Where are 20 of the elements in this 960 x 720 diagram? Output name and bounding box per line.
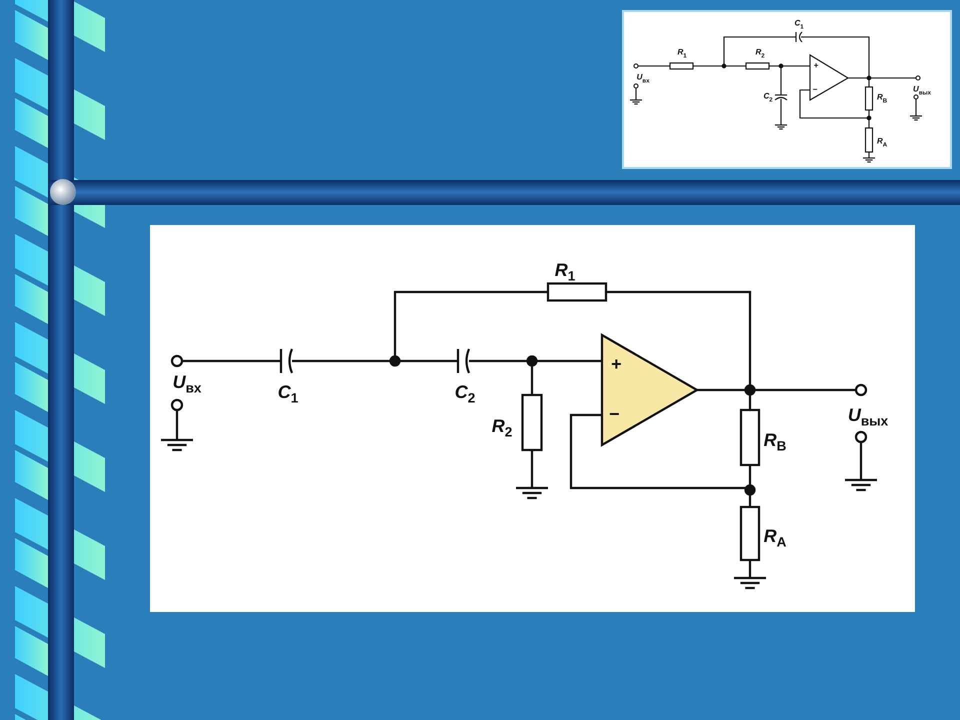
terminal-label: U$_{вых}$ <box>913 86 931 96</box>
component-label: C$_{2}$ <box>454 382 476 406</box>
pin-sign: − <box>608 405 620 423</box>
terminal-label: U$_{вх}$ <box>172 372 202 396</box>
component-label: C$_{1}$ <box>794 20 804 30</box>
component-label: C$_{1}$ <box>278 382 298 406</box>
pin-sign: + <box>814 62 818 70</box>
component-label: R$_{B}$ <box>876 94 888 104</box>
terminal-label: U$_{вых}$ <box>848 406 888 428</box>
component-label: R$_{1}$ <box>677 48 687 60</box>
component-label: R$_{A}$ <box>764 526 786 550</box>
component-label: C$_{2}$ <box>763 92 773 104</box>
component-label: R$_{2}$ <box>492 416 512 440</box>
component-label: R$_{1}$ <box>554 260 576 284</box>
component-label: R$_{A}$ <box>876 138 888 148</box>
terminal-label: U$_{вх}$ <box>636 74 650 84</box>
component-label: R$_{B}$ <box>764 430 786 454</box>
pin-sign: − <box>812 86 818 94</box>
pin-sign: + <box>610 355 622 373</box>
component-label: R$_{2}$ <box>755 48 765 60</box>
